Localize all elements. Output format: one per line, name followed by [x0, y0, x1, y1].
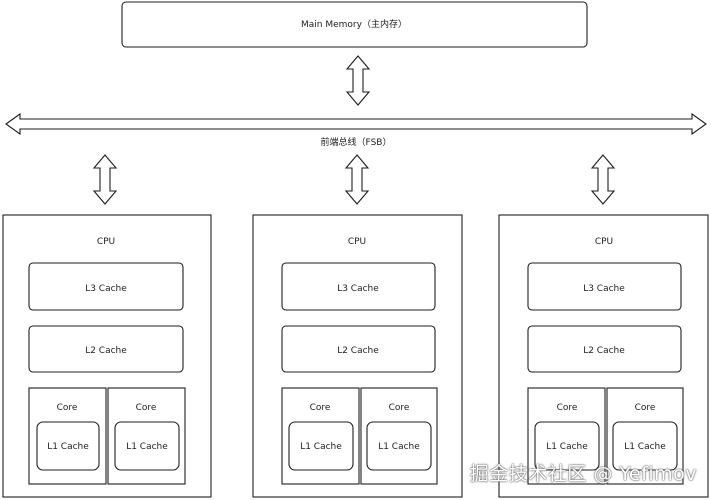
l1-cache-label: L1 Cache [300, 442, 342, 452]
cpu-2: CPU L3 Cache L2 Cache Core L1 Cache Core… [252, 214, 463, 498]
core-label: Core [557, 403, 578, 413]
core-box [107, 387, 186, 485]
cpu-3: CPU L3 Cache L2 Cache Core L1 Cache Core… [498, 214, 709, 498]
watermark: 掘金技术社区 @ Yefimov [469, 463, 697, 485]
main-memory-box: Main Memory（主内存） [121, 1, 588, 48]
core-box [606, 387, 684, 485]
memory-bus-arrow [345, 55, 371, 106]
l3-cache-box [281, 262, 436, 311]
l1-cache-label: L1 Cache [126, 442, 168, 452]
l1-cache-box [534, 421, 600, 471]
cpu-label: CPU [595, 237, 613, 247]
l2-cache-box [281, 325, 436, 373]
l3-cache-label: L3 Cache [583, 284, 625, 294]
cpu-label: CPU [97, 237, 115, 247]
cpu3-bus-arrow [590, 154, 616, 205]
l1-cache-label: L1 Cache [378, 442, 420, 452]
cpu-1: CPU L3 Cache L2 Cache Core L1 Cache Core… [2, 214, 212, 498]
core-label: Core [635, 403, 656, 413]
l1-cache-label: L1 Cache [47, 442, 89, 452]
cpu-label: CPU [348, 237, 366, 247]
core-box [281, 387, 360, 485]
core-label: Core [136, 403, 157, 413]
l1-cache-box [36, 421, 100, 471]
core-box [360, 387, 438, 485]
l3-cache-box [28, 262, 184, 311]
l3-cache-label: L3 Cache [85, 284, 127, 294]
l1-cache-box [612, 421, 678, 471]
l2-cache-label: L2 Cache [85, 346, 127, 356]
l2-cache-box [527, 325, 682, 373]
front-side-bus-label: 前端总线（FSB） [321, 136, 392, 148]
l1-cache-box [366, 421, 432, 471]
l2-cache-label: L2 Cache [583, 346, 625, 356]
core-box [527, 387, 606, 485]
core-label: Core [389, 403, 410, 413]
l1-cache-box [114, 421, 180, 471]
l2-cache-label: L2 Cache [337, 346, 379, 356]
l2-cache-box [28, 325, 184, 373]
l1-cache-box [288, 421, 354, 471]
l1-cache-label: L1 Cache [546, 442, 588, 452]
cpu1-bus-arrow [92, 154, 118, 205]
front-side-bus-arrow [5, 112, 707, 136]
cpu2-bus-arrow [344, 154, 370, 205]
main-memory-label: Main Memory（主内存） [301, 18, 407, 30]
core-label: Core [57, 403, 78, 413]
l1-cache-label: L1 Cache [624, 442, 666, 452]
core-box [28, 387, 107, 485]
core-label: Core [310, 403, 331, 413]
l3-cache-label: L3 Cache [337, 284, 379, 294]
l3-cache-box [527, 262, 682, 311]
